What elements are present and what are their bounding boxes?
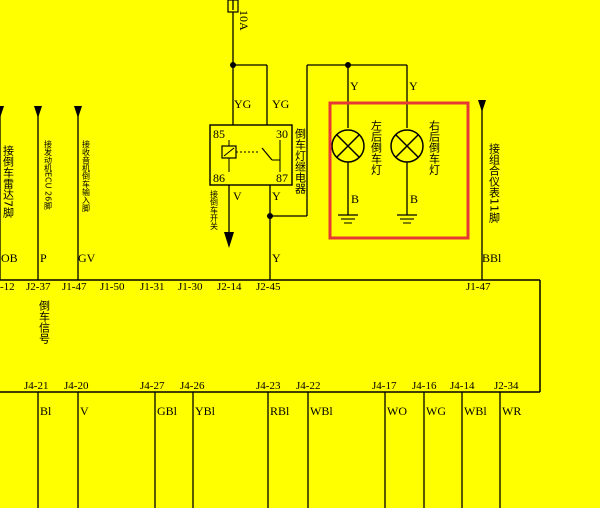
left-signal-2: 接发动机ECU 26脚 P J2-37 xyxy=(26,106,53,293)
module-bottom-connector-3: J4-27 xyxy=(140,380,165,392)
module-bottom-connector-9: J4-14 xyxy=(450,380,475,392)
bottom-wires: Bl V GBl YBl RBl WBl WO WG WBl WR xyxy=(37,392,521,508)
left-signal-1-wire: OB xyxy=(1,251,18,265)
lamp-left: Y B xyxy=(331,65,365,224)
bottom-wire-1: Bl xyxy=(40,404,52,418)
relay-pin-30: 30 xyxy=(276,127,288,141)
bottom-wire-10: WR xyxy=(502,404,521,418)
bottom-wire-3: GBl xyxy=(157,404,178,418)
module-signal-label: 倒车信号 xyxy=(38,300,51,345)
left-signal-1-connector: -12 xyxy=(0,281,15,293)
left-signal-3-name: 接收音机倒车输入脚 xyxy=(82,139,91,213)
relay-lower-wires: V Y Y xyxy=(228,62,407,280)
lamp-right-wire-bottom: B xyxy=(410,192,418,206)
module-bottom-connector-8: J4-16 xyxy=(412,380,437,392)
bottom-wire-2: V xyxy=(80,404,89,418)
relay-pin-86: 86 xyxy=(213,171,225,185)
fuse-rating: 10A xyxy=(237,10,251,31)
module-bottom-connector-5: J4-23 xyxy=(256,380,281,392)
module-bottom-connector-10: J2-34 xyxy=(494,380,519,392)
left-signal-3-connector: J1-47 xyxy=(62,281,87,293)
lamp-right-wire-top: Y xyxy=(409,79,418,93)
relay-name: 倒车灯继电器 xyxy=(294,128,307,195)
module-connector-1: J1-50 xyxy=(100,281,125,293)
module-bottom-connector-7: J4-17 xyxy=(372,380,397,392)
left-signal-3-wire: GV xyxy=(78,251,96,265)
left-signal-1-name: 接倒车雷达7脚 xyxy=(2,145,15,219)
module-connector-2: J1-31 xyxy=(140,281,164,293)
junction-dot xyxy=(230,62,236,68)
lamp-highlight-box xyxy=(328,101,470,240)
module-bottom-connector-2: J4-20 xyxy=(64,380,89,392)
bottom-wire-4: YBl xyxy=(195,404,216,418)
reverse-switch: 接倒车开关 xyxy=(210,189,234,248)
right-signal-connector: J1-47 xyxy=(466,281,491,293)
module-connector-3: J1-30 xyxy=(178,281,203,293)
right-signal: 接组合仪表11脚 BBl J1-47 xyxy=(466,100,502,293)
left-signal-2-wire: P xyxy=(40,251,47,265)
relay-wire-86: V xyxy=(233,189,242,203)
relay-feed-wires: YG YG xyxy=(230,62,290,125)
bottom-wire-5: RBl xyxy=(270,404,290,418)
gear-switch-label: 接倒车开关 xyxy=(210,189,219,231)
relay-wire-in-right: YG xyxy=(272,97,290,111)
module-bottom-connector-6: J4-22 xyxy=(296,380,320,392)
relay-wire-bottom: Y xyxy=(272,251,281,265)
module-connector-4: J2-14 xyxy=(217,281,242,293)
right-signal-wire: BBl xyxy=(482,251,502,265)
lamp-left-wire-top: Y xyxy=(350,79,359,93)
relay-wire-in-left: YG xyxy=(234,97,252,111)
bottom-wire-9: WBl xyxy=(464,404,487,418)
module-connector-5: J2-45 xyxy=(256,281,281,293)
module-bottom-connector-4: J4-26 xyxy=(180,380,205,392)
left-signal-3: 接收音机倒车输入脚 GV J1-47 xyxy=(62,106,96,293)
left-signal-2-connector: J2-37 xyxy=(26,281,51,293)
module-bottom-connector-1: J4-21 xyxy=(24,380,48,392)
control-module: J1-50 J1-31 J1-30 J2-14 J2-45 倒车信号 J4-21… xyxy=(0,279,541,393)
left-signal-1: 接倒车雷达7脚 OB -12 xyxy=(0,106,18,293)
fuse: 10A xyxy=(227,0,251,65)
bottom-wire-8: WG xyxy=(426,404,446,418)
lamp-left-name: 左后倒车灯 xyxy=(370,120,383,175)
relay-pin-85: 85 xyxy=(213,127,225,141)
relay-pin-87: 87 xyxy=(276,171,288,185)
relay-switch xyxy=(261,147,273,161)
bottom-wire-6: WBl xyxy=(310,404,333,418)
lamp-right-name: 右后倒车灯 xyxy=(428,119,441,175)
relay-wire-87: Y xyxy=(272,189,281,203)
lamp-left-wire-bottom: B xyxy=(351,192,359,206)
lamp-right: Y B xyxy=(390,65,424,224)
left-signal-2-name: 接发动机ECU 26脚 xyxy=(44,139,53,210)
bottom-wire-7: WO xyxy=(387,404,407,418)
right-signal-name: 接组合仪表11脚 xyxy=(488,143,501,224)
relay: 85 30 86 87 xyxy=(209,124,293,186)
